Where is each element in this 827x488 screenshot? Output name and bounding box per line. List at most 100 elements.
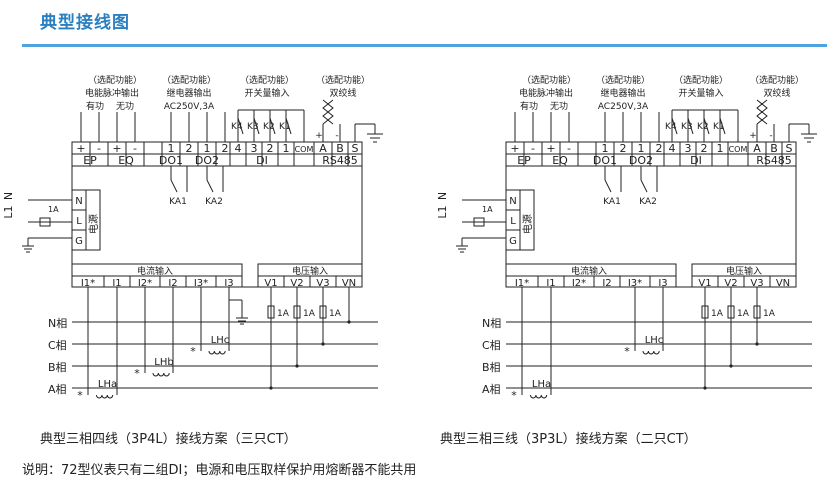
- junction-dot: [755, 342, 759, 346]
- power-l-label: L: [510, 216, 516, 227]
- active-label: 有功: [520, 100, 538, 112]
- phase-label: A相: [482, 383, 501, 396]
- relay-rating-label: AC250V,3A: [598, 102, 649, 112]
- phase-label: N相: [482, 317, 501, 330]
- group-label-rs485: RS485: [756, 154, 792, 167]
- ct-label: LHb: [154, 357, 173, 368]
- terminal-pin-label: A: [753, 142, 761, 155]
- switch-contact: [687, 117, 694, 135]
- twisted-pair-label: 双绞线: [763, 87, 790, 99]
- terminal-pin-label: 1: [638, 142, 645, 155]
- title-divider: [22, 44, 827, 47]
- ct-polarity-star: *: [624, 345, 630, 358]
- phase-label: C相: [482, 339, 501, 352]
- relay-output-label: 继电器输出: [600, 87, 645, 99]
- current-pin-label: I3: [224, 278, 233, 289]
- terminal-pin-label: 2: [701, 142, 708, 155]
- power-label-box: [85, 189, 101, 251]
- switch-contact: [237, 117, 244, 135]
- power-n-label: N: [75, 196, 82, 207]
- current-pin-label: I3*: [628, 278, 642, 289]
- supply-l1-label: L1: [436, 205, 449, 218]
- phase-label: N相: [48, 317, 67, 330]
- fuse-rating-label: 1A: [277, 309, 290, 319]
- caption-3p3l: 典型三相三线（3P3L）接线方案（二只CT）: [440, 432, 697, 447]
- ct-label: LHc: [211, 335, 230, 346]
- supply-l1-label: L1: [2, 205, 15, 218]
- relay-ka1-label: KA1: [169, 197, 187, 207]
- twisted-pair-icon: [322, 99, 334, 125]
- ct-polarity-star: *: [77, 389, 83, 402]
- group-label-di: DI: [690, 154, 702, 167]
- terminal-pin-label: 3: [251, 142, 258, 155]
- terminal-pin-label: 1: [168, 142, 175, 155]
- pulse-output-label: 电能脉冲输出: [85, 87, 139, 99]
- power-n-label: N: [509, 196, 516, 207]
- terminal-pin-label: 1: [204, 142, 211, 155]
- ct-polarity-star: *: [190, 345, 196, 358]
- relay-ka1-label: KA1: [603, 197, 621, 207]
- ct-coil-icon: [208, 350, 226, 355]
- optional-label: （选配功能）: [522, 74, 576, 86]
- pulse-output-label: 电能脉冲输出: [519, 87, 573, 99]
- group-label-di: DI: [256, 154, 268, 167]
- group-label-rs485: RS485: [322, 154, 358, 167]
- switch-input-label: 开关量输入: [678, 87, 723, 99]
- power-l-label: L: [76, 216, 82, 227]
- switch-contact: [703, 117, 710, 135]
- relay-output-label: 继电器输出: [166, 87, 211, 99]
- page-title: 典型接线图: [40, 13, 130, 33]
- footnote: 说明：72型仪表只有二组DI；电源和电压取样保护用熔断器不能共用: [22, 463, 417, 478]
- ct-coil-icon: [530, 394, 548, 399]
- terminal-pin-label: 4: [235, 142, 242, 155]
- power-g-label: G: [509, 236, 517, 247]
- twisted-pair-icon: [756, 99, 768, 125]
- rs485-minus-label: -: [335, 131, 338, 141]
- junction-dot: [321, 342, 325, 346]
- group-label-ep: EP: [83, 154, 97, 167]
- relay-ka2-label: KA2: [639, 197, 657, 207]
- current-pin-label: I2*: [572, 278, 586, 289]
- terminal-pin-label: -: [97, 142, 101, 155]
- switch-contact: [269, 117, 276, 135]
- terminal-pin-label: 2: [222, 142, 229, 155]
- voltage-pin-label: VN: [342, 278, 356, 289]
- current-pin-label: I1: [112, 278, 121, 289]
- fuse-icon: [701, 305, 709, 319]
- terminal-pin-label: 1: [283, 142, 290, 155]
- switch-key-label: K1: [279, 122, 291, 132]
- current-pin-label: I1*: [81, 278, 95, 289]
- optional-label: （选配功能）: [674, 74, 728, 86]
- current-pin-label: I2: [168, 278, 177, 289]
- phase-label: B相: [482, 361, 501, 374]
- optional-label: （选配功能）: [88, 74, 142, 86]
- group-label-do1: DO1: [159, 154, 183, 167]
- voltage-pin-label: V1: [264, 278, 277, 289]
- terminal-pin-label: 4: [669, 142, 676, 155]
- switch-key-label: K1: [713, 122, 725, 132]
- junction-dot: [729, 364, 733, 368]
- terminal-pin-label: B: [336, 142, 344, 155]
- terminal-pin-label: +: [546, 142, 555, 155]
- rs485-plus-label: +: [315, 131, 323, 141]
- fuse-icon: [753, 305, 761, 319]
- switch-key-label: K3: [247, 122, 259, 132]
- fuse-icon: [473, 217, 485, 227]
- current-input-label: 电流输入: [571, 265, 607, 277]
- fuse-icon: [39, 217, 51, 227]
- fuse-icon: [267, 305, 275, 319]
- current-pin-label: I3: [658, 278, 667, 289]
- ct-label: LHa: [532, 379, 551, 390]
- caption-3p4l: 典型三相四线（3P4L）接线方案（三只CT）: [40, 432, 297, 447]
- active-label: 有功: [86, 100, 104, 112]
- current-pin-label: I1*: [515, 278, 529, 289]
- terminal-pin-label: B: [770, 142, 778, 155]
- terminal-pin-label: -: [133, 142, 137, 155]
- group-label-eq: EQ: [552, 154, 568, 167]
- voltage-pin-label: V1: [698, 278, 711, 289]
- terminal-pin-label: S: [352, 142, 359, 155]
- junction-dot: [269, 386, 273, 390]
- supply-fuse-label: 1A: [48, 205, 59, 214]
- terminal-pin-label: 2: [186, 142, 193, 155]
